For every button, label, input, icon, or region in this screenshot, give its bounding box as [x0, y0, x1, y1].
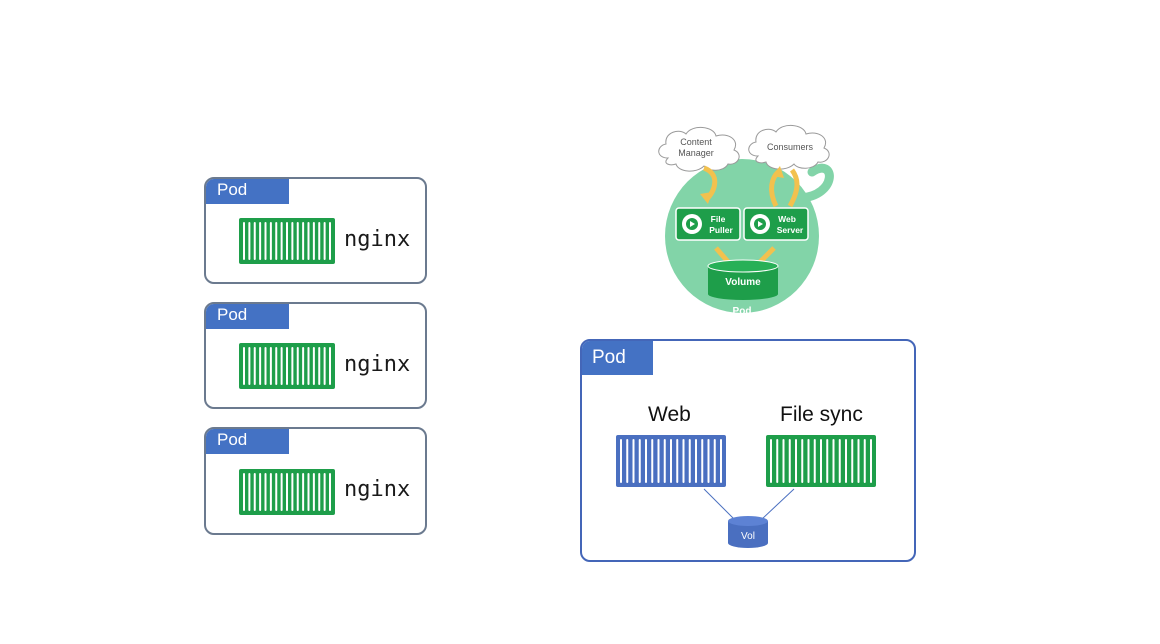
loop-curve	[795, 163, 834, 203]
pod-box-1: Pod nginx	[204, 177, 427, 284]
file-puller-gear-icon	[682, 214, 702, 234]
pod-box-3: Pod nginx	[204, 427, 427, 535]
web-container-icon	[616, 435, 726, 487]
container-label-nginx: nginx	[344, 477, 411, 502]
filesync-to-vol-line	[761, 488, 795, 520]
nginx-container-icon	[239, 343, 335, 389]
pod-box-2: Pod nginx	[204, 302, 427, 409]
pod-circle-label: Pod	[733, 306, 752, 317]
volume-cylinder-icon	[707, 259, 779, 300]
cloud-content-manager-icon	[658, 127, 740, 172]
container-label-nginx: nginx	[344, 352, 411, 377]
file-puller-label-line1: File	[711, 214, 726, 224]
container-label-nginx: nginx	[344, 227, 411, 252]
cloud-consumers-icon	[748, 125, 830, 170]
web-container-label: Web	[648, 403, 691, 426]
vol-label: Vol	[741, 531, 755, 542]
pod-tab: Pod	[206, 429, 289, 454]
file-sync-container-label: File sync	[780, 403, 863, 426]
connector-lines: Vol	[703, 488, 795, 548]
web-server-label-line2: Server	[777, 225, 804, 235]
volume-label: Volume	[725, 277, 761, 288]
sidecar-pod-box: Pod Web File sync Vol	[580, 339, 916, 562]
web-to-vol-line	[703, 488, 735, 520]
file-sync-container-icon	[766, 435, 876, 487]
cloud-content-manager-label-line1: Content	[680, 137, 712, 147]
pod-tab: Pod	[582, 341, 653, 375]
vol-cylinder-icon	[728, 516, 768, 548]
file-puller-label-line2: Puller	[709, 225, 733, 235]
web-server-label-line1: Web	[778, 214, 796, 224]
nginx-container-icon	[239, 218, 335, 264]
cloud-content-manager-label-line2: Manager	[678, 148, 714, 158]
shared-volume-pod-diagram: Content Manager Consumers File Puller We…	[658, 125, 834, 317]
pod-tab: Pod	[206, 304, 289, 329]
cloud-consumers-label: Consumers	[767, 142, 814, 152]
nginx-container-icon	[239, 469, 335, 515]
web-server-gear-icon	[750, 214, 770, 234]
pod-tab: Pod	[206, 179, 289, 204]
arrow-server-loop	[787, 168, 800, 208]
